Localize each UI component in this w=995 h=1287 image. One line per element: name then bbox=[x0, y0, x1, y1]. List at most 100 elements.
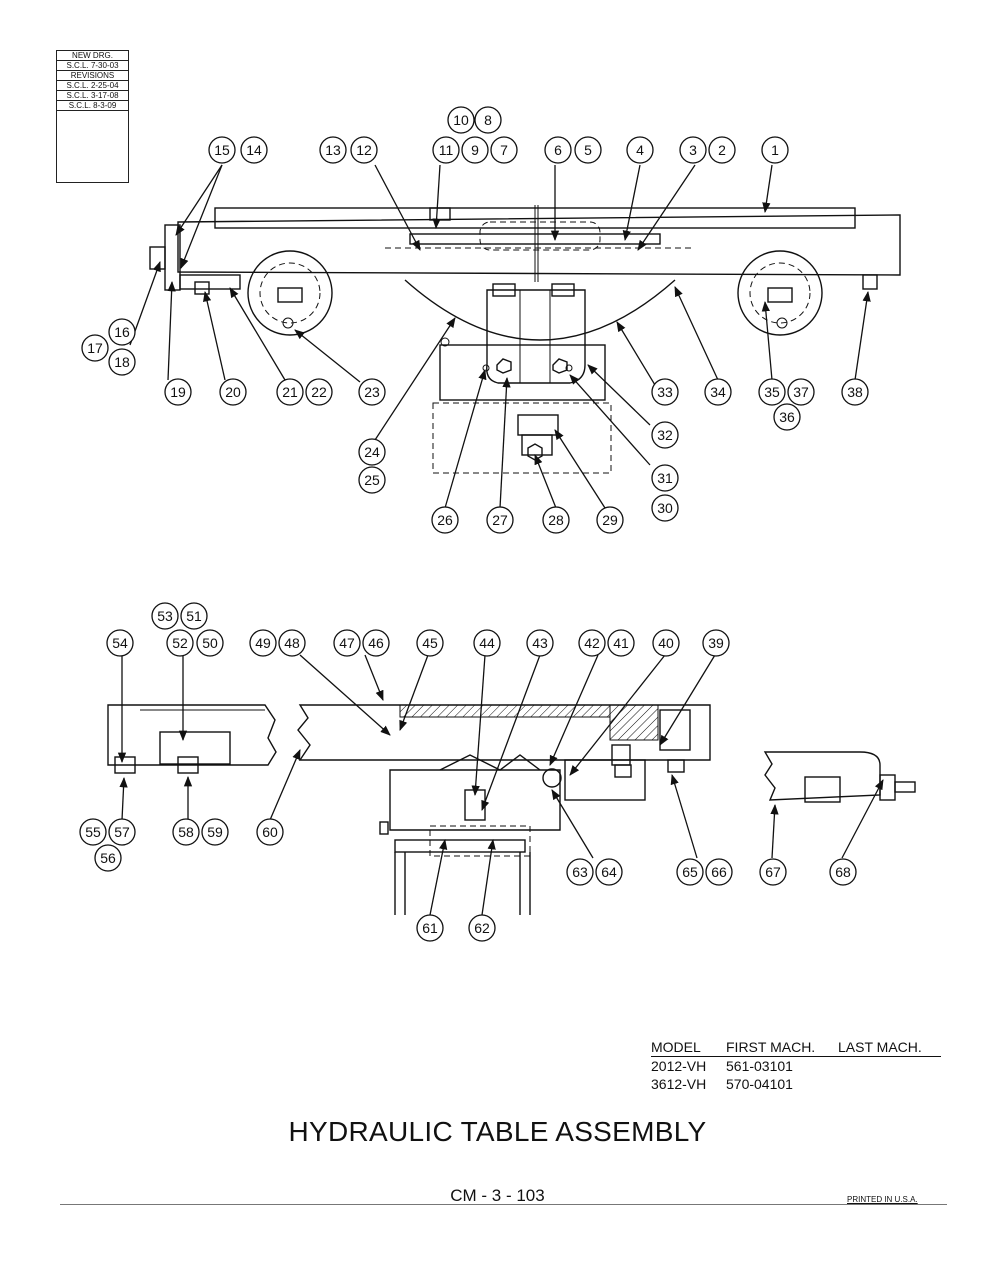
callout-number: 51 bbox=[186, 608, 202, 624]
model-name: 3612-VH bbox=[651, 1076, 707, 1092]
callout-balloon: 21 bbox=[276, 378, 304, 406]
callout-balloon: 45 bbox=[416, 629, 444, 657]
callout-balloon: 53 bbox=[151, 602, 179, 630]
callout-number: 47 bbox=[339, 635, 355, 651]
callout-balloon: 10 bbox=[447, 106, 475, 134]
callout-balloon: 68 bbox=[829, 858, 857, 886]
revision-block: NEW DRG. S.C.L. 7-30-03 REVISIONS S.C.L.… bbox=[56, 50, 129, 183]
callout-balloon: 37 bbox=[787, 378, 815, 406]
callout-balloon: 32 bbox=[651, 421, 679, 449]
callout-number: 30 bbox=[657, 500, 673, 516]
callout-balloon: 51 bbox=[180, 602, 208, 630]
callout-number: 57 bbox=[114, 824, 130, 840]
callout-balloon: 2 bbox=[708, 136, 736, 164]
callout-number: 44 bbox=[479, 635, 495, 651]
header-model: MODEL bbox=[651, 1039, 701, 1055]
callout-balloon: 58 bbox=[172, 818, 200, 846]
callout-number: 62 bbox=[474, 920, 490, 936]
callout-balloon: 55 bbox=[79, 818, 107, 846]
callout-number: 33 bbox=[657, 384, 673, 400]
callout-balloon: 22 bbox=[305, 378, 333, 406]
callout-balloon: 5 bbox=[574, 136, 602, 164]
callout-balloon: 49 bbox=[249, 629, 277, 657]
footer-rule bbox=[60, 1204, 947, 1205]
callout-number: 5 bbox=[584, 142, 592, 158]
callout-balloon: 12 bbox=[350, 136, 378, 164]
callout-balloon: 9 bbox=[461, 136, 489, 164]
callout-balloon: 25 bbox=[358, 466, 386, 494]
callout-balloon: 54 bbox=[106, 629, 134, 657]
callout-number: 63 bbox=[572, 864, 588, 880]
bottom-callout-leaders bbox=[117, 654, 884, 916]
callout-balloon: 7 bbox=[490, 136, 518, 164]
header-last-mach: LAST MACH. bbox=[838, 1039, 922, 1055]
callout-number: 1 bbox=[771, 142, 779, 158]
callout-number: 67 bbox=[765, 864, 781, 880]
callout-number: 12 bbox=[356, 142, 372, 158]
page-number: CM - 3 - 103 bbox=[450, 1186, 545, 1205]
callout-balloon: 13 bbox=[319, 136, 347, 164]
callout-balloon: 4 bbox=[626, 136, 654, 164]
revision-entry: S.C.L. 2-25-04 bbox=[57, 81, 128, 91]
callout-balloon: 31 bbox=[651, 464, 679, 492]
callout-number: 19 bbox=[170, 384, 186, 400]
callout-number: 37 bbox=[793, 384, 809, 400]
header-first-mach: FIRST MACH. bbox=[726, 1039, 816, 1055]
callout-number: 24 bbox=[364, 444, 380, 460]
callout-number: 42 bbox=[584, 635, 600, 651]
model-row: 3612-VH 570-04101 bbox=[651, 1075, 941, 1093]
callout-number: 28 bbox=[548, 512, 564, 528]
callout-balloon: 38 bbox=[841, 378, 869, 406]
callout-number: 31 bbox=[657, 470, 673, 486]
callout-balloon: 33 bbox=[651, 378, 679, 406]
callout-balloon: 24 bbox=[358, 438, 386, 466]
callout-number: 54 bbox=[112, 635, 128, 651]
callout-number: 2 bbox=[718, 142, 726, 158]
callout-balloon: 41 bbox=[607, 629, 635, 657]
callout-number: 9 bbox=[471, 142, 479, 158]
callout-balloon: 8 bbox=[474, 106, 502, 134]
callout-number: 13 bbox=[325, 142, 341, 158]
callout-balloon: 46 bbox=[362, 629, 390, 657]
callout-number: 53 bbox=[157, 608, 173, 624]
callout-balloon: 39 bbox=[702, 629, 730, 657]
callout-number: 36 bbox=[779, 409, 795, 425]
callout-balloon: 66 bbox=[705, 858, 733, 886]
first-mach: 570-04101 bbox=[726, 1076, 793, 1092]
callout-balloon: 52 bbox=[166, 629, 194, 657]
callout-balloon: 65 bbox=[676, 858, 704, 886]
callout-balloon: 30 bbox=[651, 494, 679, 522]
top-callout-leaders bbox=[129, 164, 871, 509]
callout-balloon: 59 bbox=[201, 818, 229, 846]
revision-block-frame bbox=[56, 151, 129, 183]
new-drawing-label: NEW DRG. bbox=[57, 51, 128, 61]
callout-balloon: 26 bbox=[431, 506, 459, 534]
callout-balloon: 15 bbox=[208, 136, 236, 164]
callout-balloon: 28 bbox=[542, 506, 570, 534]
callout-number: 6 bbox=[554, 142, 562, 158]
callout-balloon: 47 bbox=[333, 629, 361, 657]
callout-number: 48 bbox=[284, 635, 300, 651]
callout-number: 15 bbox=[214, 142, 230, 158]
callout-number: 65 bbox=[682, 864, 698, 880]
callout-number: 3 bbox=[689, 142, 697, 158]
callout-number: 46 bbox=[368, 635, 384, 651]
callout-balloon: 16 bbox=[108, 318, 136, 346]
callout-number: 58 bbox=[178, 824, 194, 840]
top-view-assembly bbox=[149, 205, 901, 474]
callout-number: 38 bbox=[847, 384, 863, 400]
callout-balloon: 42 bbox=[578, 629, 606, 657]
callout-number: 7 bbox=[500, 142, 508, 158]
callout-number: 29 bbox=[602, 512, 618, 528]
callout-number: 49 bbox=[255, 635, 271, 651]
callout-balloon: 14 bbox=[240, 136, 268, 164]
new-drawing-entry: S.C.L. 7-30-03 bbox=[57, 61, 128, 71]
callout-balloon: 6 bbox=[544, 136, 572, 164]
callout-balloon: 3 bbox=[679, 136, 707, 164]
callout-balloon: 48 bbox=[278, 629, 306, 657]
callout-number: 22 bbox=[311, 384, 327, 400]
bottom-view-assembly bbox=[107, 704, 916, 915]
